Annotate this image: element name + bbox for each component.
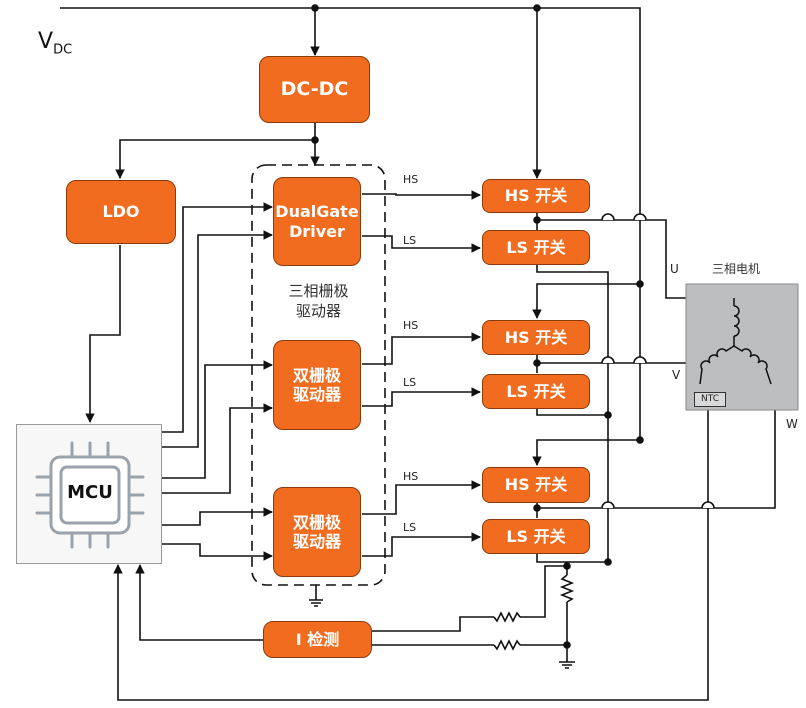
ntc-sensor: NTC [694, 392, 726, 407]
sense-wire-top [520, 565, 567, 618]
phase-w-wire [537, 378, 776, 509]
mcu-to-driver2-a [162, 360, 273, 479]
ldo-to-mcu [85, 245, 121, 423]
bridge1-low [536, 265, 609, 555]
wire-label-ls-2: LS [403, 376, 417, 389]
motor-windings [699, 298, 772, 385]
ntc-to-mcu [113, 408, 709, 701]
shunt-resistor [559, 574, 575, 603]
mcu-to-dualgate-a [162, 202, 273, 433]
vdc-rail [60, 7, 641, 440]
mcu-label: MCU [67, 482, 113, 503]
hop-608-220 [601, 213, 615, 221]
hop-608-363 [601, 356, 615, 364]
ls2-drive [362, 387, 481, 407]
hs2-drive [362, 332, 481, 365]
hs-switch-1: HS 开关 [482, 179, 590, 213]
sense-res-top [493, 611, 521, 623]
vdc-label: VDC [38, 28, 72, 59]
ground-main [559, 661, 575, 669]
wire-label-hs-2: HS [403, 319, 419, 332]
hop-608-508 [601, 501, 615, 509]
chip-icon [35, 441, 145, 549]
ls-switch-2: LS 开关 [482, 374, 590, 409]
sense-res-bot [493, 639, 521, 651]
mcu-to-driver3-b [162, 543, 273, 561]
vdc-label-main: V [38, 29, 54, 54]
phase-u-label: U [670, 262, 679, 276]
hop-640-363 [633, 356, 647, 364]
hop-640-220 [633, 213, 647, 221]
ldo-block: LDO [66, 180, 176, 244]
motor-body [685, 283, 799, 411]
sense-wire-top-2 [372, 616, 494, 632]
bridge3-low [536, 554, 608, 563]
wire-label-ls-1: LS [403, 234, 417, 247]
group-ground [309, 599, 323, 607]
ls-switch-1: LS 开关 [482, 230, 590, 265]
hop-708-508 [701, 501, 715, 509]
vdc-to-hs2 [532, 283, 640, 319]
mcu-box: MCU [16, 424, 162, 564]
wire-label-ls-3: LS [403, 521, 417, 534]
wire-label-hs-3: HS [403, 470, 419, 483]
dcdc-to-ldo [115, 139, 315, 179]
dcdc-block: DC-DC [259, 56, 370, 123]
phase-w-label: W [786, 417, 798, 431]
phase-v-label: V [672, 368, 681, 382]
hs3-drive [362, 480, 481, 515]
dualgate-driver-block: DualGate Driver [273, 177, 361, 266]
bridge2-low [536, 409, 608, 416]
ls1-drive [362, 235, 481, 253]
gate-driver-2-block: 双栅极 驱动器 [273, 340, 361, 430]
gate-driver-3-block: 双栅极 驱动器 [273, 487, 361, 577]
ls3-drive [362, 532, 481, 557]
vdc-to-hs3 [532, 439, 640, 466]
current-sense-block: I 检测 [263, 621, 372, 658]
gate-driver-group-label: 三相栅极 驱动器 [288, 282, 349, 320]
wire-label-hs-1: HS [403, 173, 419, 186]
gate-driver-group [251, 164, 386, 586]
hs-switch-3: HS 开关 [482, 467, 590, 503]
hs1-drive [362, 190, 481, 200]
mcu-to-dualgate-b [162, 230, 273, 448]
mcu-to-driver3-a [162, 507, 273, 526]
isense-to-mcu [135, 564, 263, 641]
motor-title: 三相电机 [712, 262, 761, 276]
vdc-label-sub: DC [53, 42, 73, 58]
hs-switch-2: HS 开关 [482, 320, 590, 355]
mcu-to-driver2-b [162, 403, 273, 494]
ls-switch-3: LS 开关 [482, 519, 590, 554]
